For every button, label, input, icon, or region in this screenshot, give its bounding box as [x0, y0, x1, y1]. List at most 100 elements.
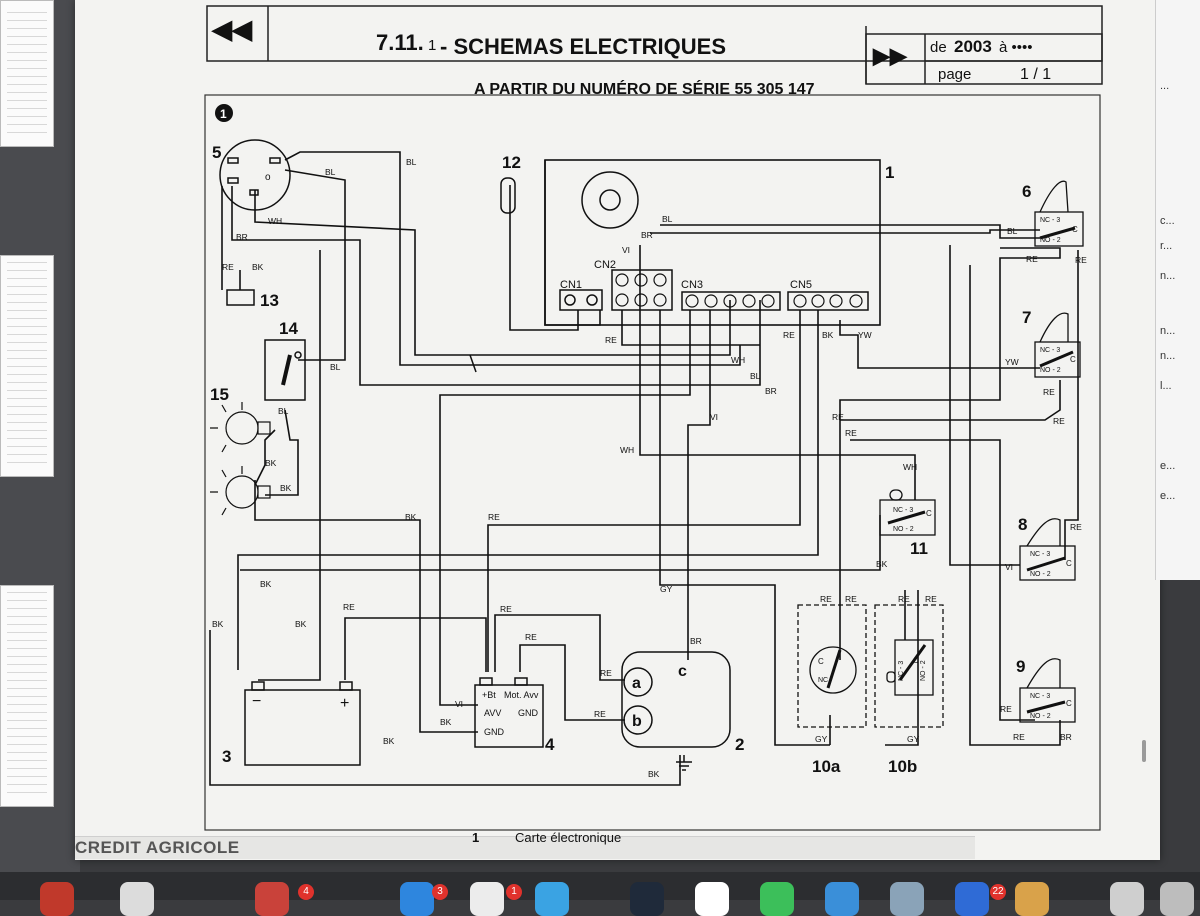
wires	[209, 151, 1079, 786]
wire-label: RE	[820, 594, 832, 604]
battery-minus: −	[252, 693, 261, 710]
page-thumbnail[interactable]	[0, 585, 54, 807]
wire-label: BK	[822, 330, 834, 340]
next-page-arrows[interactable]: ▶▶	[872, 43, 908, 68]
component-number: 1	[885, 163, 894, 182]
panel-text: l...	[1160, 380, 1172, 392]
component-number: 12	[502, 153, 521, 172]
sw10a-c: C	[818, 657, 824, 666]
page-thumbnail[interactable]	[0, 0, 54, 147]
dock-app-icon[interactable]	[825, 882, 859, 916]
ground-icon	[676, 755, 692, 771]
dock-app-icon[interactable]	[1160, 882, 1194, 916]
sw6-no2: NO - 2	[1040, 237, 1061, 244]
wire-label: BR	[690, 636, 702, 646]
battery	[244, 681, 361, 766]
sw7-no2: NO - 2	[1040, 367, 1061, 374]
connector-label-cn3: CN3	[681, 279, 703, 291]
wire-label: RE	[925, 594, 937, 604]
scrollbar-thumb[interactable]	[1142, 740, 1146, 762]
sw10b-nc3: NC - 3	[898, 661, 905, 681]
microswitch-7	[1034, 312, 1081, 378]
wire-label: RE	[525, 632, 537, 642]
dock-app-icon[interactable]	[120, 882, 154, 916]
sw8-c: C	[1066, 559, 1072, 568]
wire-label: RE	[343, 602, 355, 612]
starter-terminal-b: b	[632, 713, 642, 730]
date-prefix: de	[930, 39, 947, 56]
wire-label: RE	[1043, 387, 1055, 397]
previous-page-arrows[interactable]: ◀◀	[211, 14, 253, 44]
dock-app-icon[interactable]	[400, 882, 434, 916]
sw6-c: C	[1072, 225, 1078, 234]
panel-text: e...	[1160, 490, 1176, 502]
wire-label: WH	[731, 355, 745, 365]
dock-app-icon[interactable]	[1110, 882, 1144, 916]
wire-label: BL	[662, 214, 673, 224]
sw7-nc3: NC - 3	[1040, 347, 1060, 354]
relay-gnd2-label: GND	[518, 708, 539, 718]
wire-label: VI	[455, 699, 463, 709]
page-value: 1 / 1	[1020, 66, 1051, 83]
connector-13	[226, 289, 255, 306]
wire-label: RE	[1053, 416, 1065, 426]
component-number: 11	[910, 539, 928, 558]
diagram-number-badge	[215, 104, 233, 122]
legend-text: Carte électronique	[515, 830, 621, 845]
component-number: 4	[545, 735, 555, 754]
wire-label: RE	[600, 668, 612, 678]
sw8-nc3: NC - 3	[1030, 551, 1050, 558]
electronic-board	[559, 171, 869, 311]
wire-label: BL	[1007, 226, 1018, 236]
component-number: 3	[222, 747, 231, 766]
wire-label: RE	[1000, 704, 1012, 714]
toggle-switch-14	[264, 339, 306, 401]
wire-label: RE	[783, 330, 795, 340]
page-footer	[75, 836, 975, 859]
dock-app-icon[interactable]	[695, 882, 729, 916]
key-switch-pin: o	[265, 172, 271, 183]
dock-app-icon[interactable]	[1015, 882, 1049, 916]
page-thumbnail[interactable]	[0, 255, 54, 477]
wire-label: WH	[620, 445, 634, 455]
component-number: 10b	[888, 757, 917, 776]
wire-label: BL	[750, 371, 761, 381]
dock-app-icon[interactable]	[40, 882, 74, 916]
wire-label: BK	[252, 262, 264, 272]
document-page	[75, 0, 1160, 860]
wire-label: VI	[1005, 562, 1013, 572]
component-number: 10a	[812, 757, 841, 776]
dock-app-icon[interactable]	[630, 882, 664, 916]
relay-bt-label: +Bt	[482, 690, 496, 700]
wire-label: BK	[440, 717, 452, 727]
dock-app-icon[interactable]	[470, 882, 504, 916]
component-number: 5	[212, 143, 221, 162]
dock-app-icon[interactable]	[955, 882, 989, 916]
wire-label: YW	[858, 330, 872, 340]
diagram-number: 1	[220, 107, 227, 121]
wire-label: BL	[325, 167, 336, 177]
dock-app-icon[interactable]	[890, 882, 924, 916]
dock-app-icon[interactable]	[255, 882, 289, 916]
dock-app-icon[interactable]	[760, 882, 794, 916]
section-title: - SCHEMAS ELECTRIQUES	[440, 34, 726, 59]
component-number: 13	[260, 291, 279, 310]
right-side-panel: ... c... r... n... n... n... l... e... e…	[1155, 0, 1200, 580]
panel-text: c...	[1160, 215, 1175, 227]
wire-label: RE	[832, 412, 844, 422]
microswitch-8	[1019, 518, 1076, 581]
wire-label: RE	[488, 512, 500, 522]
dock-app-icon[interactable]	[535, 882, 569, 916]
starter-motor	[621, 651, 731, 748]
component-number: 2	[735, 735, 744, 754]
wire-label: RE	[1013, 732, 1025, 742]
wire-label: BR	[765, 386, 777, 396]
wire-label: BL	[278, 406, 289, 416]
sw8-no2: NO - 2	[1030, 571, 1051, 578]
date-value: 2003	[954, 37, 992, 56]
text-cursor-icon	[469, 354, 477, 373]
wire-label: BK	[295, 619, 307, 629]
wire-label: BK	[405, 512, 417, 522]
wire-label: BK	[260, 579, 272, 589]
wire-label: RE	[1026, 254, 1038, 264]
